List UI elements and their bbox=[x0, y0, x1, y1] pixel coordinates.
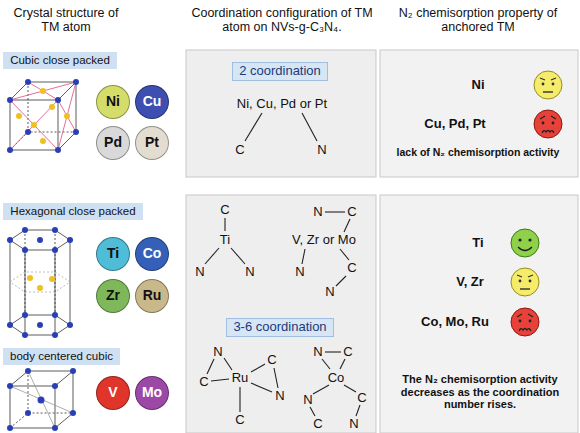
atom-label: N bbox=[295, 265, 304, 280]
fcc-crystal bbox=[7, 79, 79, 153]
panel bbox=[186, 195, 376, 433]
node-text: Ti bbox=[107, 246, 119, 261]
element-circle: Cu bbox=[135, 85, 169, 119]
sad-face bbox=[511, 308, 539, 336]
node-text: 2 coordination bbox=[239, 64, 321, 78]
atom-label: C bbox=[235, 413, 244, 428]
panel bbox=[186, 50, 376, 177]
node-text: V bbox=[108, 385, 117, 400]
note: The N₂ chemisorption activity decreases … bbox=[389, 373, 571, 411]
element-circle: Zr bbox=[96, 279, 130, 313]
atom-label: N bbox=[313, 205, 322, 220]
node-text: Hexagonal close packed bbox=[10, 205, 135, 218]
structure-tag: body centered cubic bbox=[3, 348, 120, 365]
metal-label: Co bbox=[328, 371, 345, 386]
atom-label: N bbox=[213, 345, 222, 360]
atom-label: N bbox=[195, 265, 204, 280]
column-header: Crystal structure of TM atom bbox=[4, 6, 129, 35]
metal-label: Ti bbox=[220, 233, 230, 248]
column-header: Coordination configuration of TM atom on… bbox=[185, 6, 379, 35]
atom-label: C bbox=[313, 417, 322, 432]
atom-label: C bbox=[343, 345, 352, 360]
atom-label: N bbox=[275, 389, 284, 404]
atom-label: N bbox=[303, 393, 312, 408]
node-text: Ru bbox=[143, 288, 162, 303]
node-text: Cu bbox=[143, 94, 162, 109]
node-text: Cubic close packed bbox=[10, 54, 110, 67]
node-text: 3-6 coordination bbox=[233, 320, 326, 334]
atom-label: N bbox=[325, 285, 334, 300]
node-text: Mo bbox=[142, 385, 162, 400]
element-circle: Pd bbox=[96, 126, 130, 160]
node-text: body centered cubic bbox=[10, 350, 113, 363]
bond-lines bbox=[205, 113, 360, 416]
column-header: N₂ chemisorption property of anchored TM bbox=[381, 6, 575, 35]
node-text: Co bbox=[143, 246, 162, 261]
atom-label: C bbox=[267, 353, 276, 368]
atom-label: C bbox=[235, 143, 244, 158]
metal-label: Ni bbox=[472, 78, 485, 93]
node-text: Pd bbox=[104, 135, 122, 150]
metal-label: Ru bbox=[232, 371, 249, 386]
coordination-tag: 3-6 coordination bbox=[226, 318, 334, 337]
element-circle: Mo bbox=[135, 376, 169, 410]
atom-label: N bbox=[245, 265, 254, 280]
note: lack of N₂ chemisorption activity bbox=[397, 146, 560, 158]
bcc-crystal bbox=[7, 368, 76, 431]
element-circle: Ti bbox=[96, 237, 130, 271]
metal-label: Co, Mo, Ru bbox=[421, 315, 489, 330]
atom-label: C bbox=[347, 261, 356, 276]
atom-label: N bbox=[313, 345, 322, 360]
atom-label: C bbox=[220, 203, 229, 218]
atom-label: N bbox=[317, 143, 326, 158]
coordination-tag: 2 coordination bbox=[232, 62, 328, 81]
node-text: Ni bbox=[106, 94, 120, 109]
neutral-face bbox=[511, 268, 539, 296]
metal-label: V, Zr bbox=[456, 275, 484, 290]
metal-label: Ni, Cu, Pd or Pt bbox=[237, 97, 327, 112]
metal-label: V, Zr or Mo bbox=[292, 233, 356, 248]
atom-label: C bbox=[347, 205, 356, 220]
neutral-face bbox=[534, 71, 562, 99]
element-circle: Pt bbox=[135, 126, 169, 160]
element-circle: Ni bbox=[96, 85, 130, 119]
hcp-crystal bbox=[7, 227, 73, 338]
atom-label: N bbox=[349, 417, 358, 432]
structure-tag: Hexagonal close packed bbox=[3, 203, 143, 220]
element-circle: V bbox=[96, 376, 130, 410]
atom-label: C bbox=[199, 375, 208, 390]
panel bbox=[380, 50, 578, 177]
node-text: Pt bbox=[145, 135, 159, 150]
happy-face bbox=[511, 229, 539, 257]
element-circle: Ru bbox=[135, 279, 169, 313]
panel bbox=[380, 195, 578, 433]
sad-face bbox=[534, 110, 562, 138]
metal-label: Ti bbox=[472, 236, 483, 251]
element-circle: Co bbox=[135, 237, 169, 271]
atom-label: C bbox=[357, 391, 366, 406]
node-text: Zr bbox=[106, 288, 120, 303]
structure-tag: Cubic close packed bbox=[3, 52, 117, 69]
metal-label: Cu, Pd, Pt bbox=[424, 117, 485, 132]
